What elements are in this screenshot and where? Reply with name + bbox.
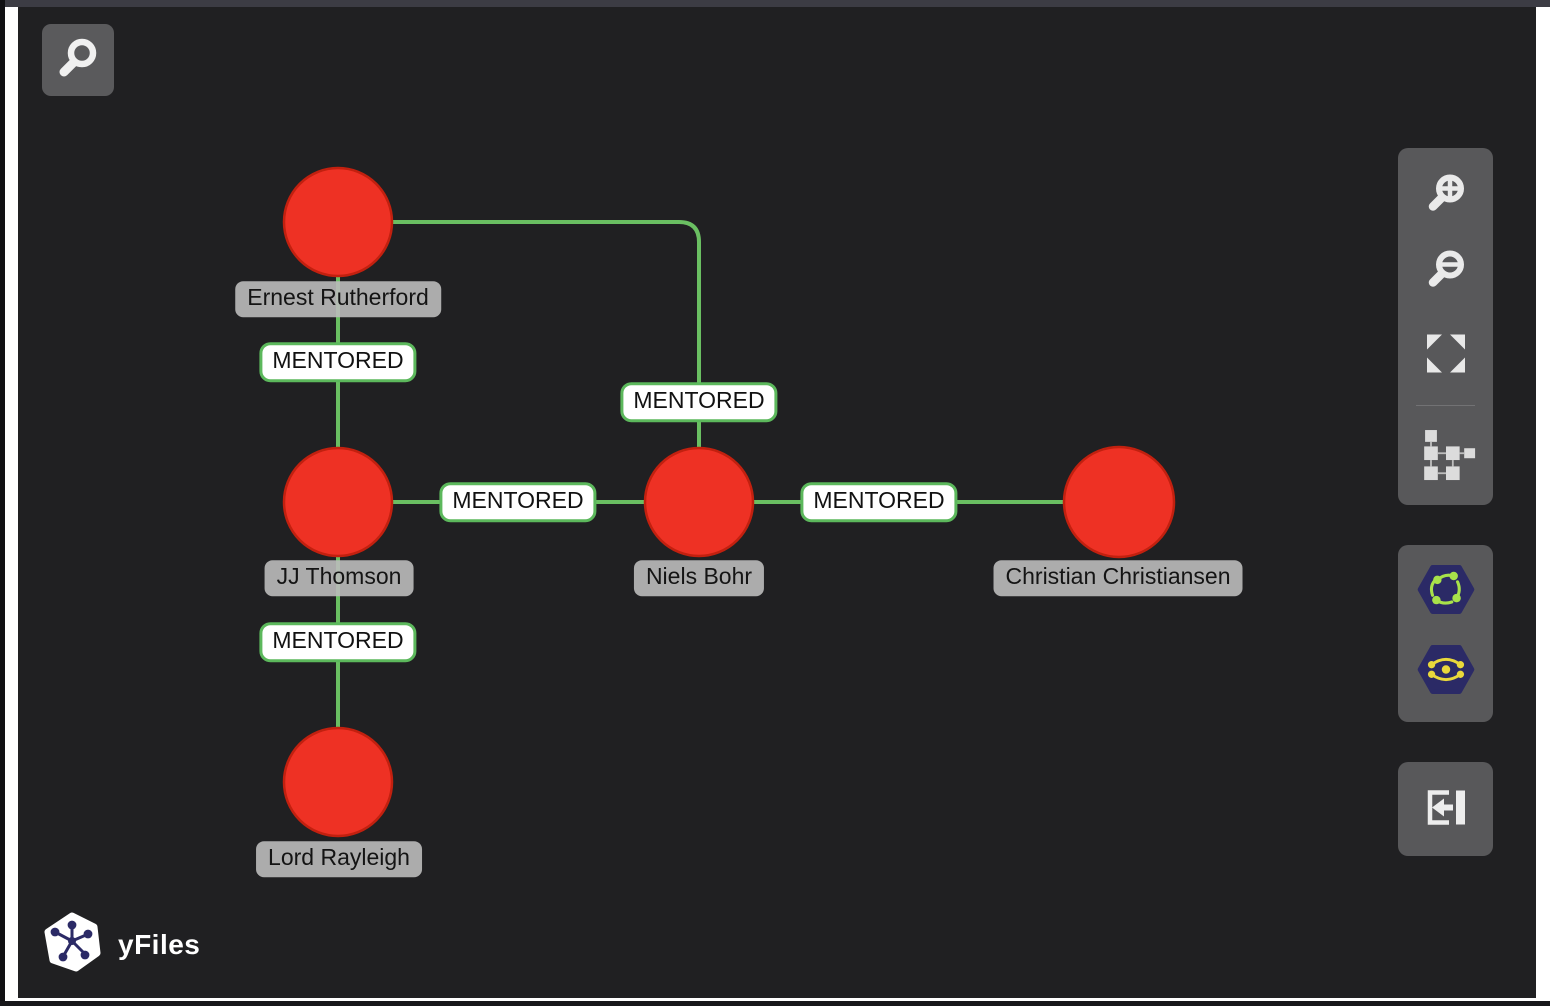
fit-content-icon	[1425, 333, 1467, 378]
edge-label-mentored-2: MENTORED	[620, 382, 778, 422]
zoom-out-icon	[1423, 248, 1469, 297]
zoom-in-button[interactable]	[1423, 172, 1469, 221]
hierarchic-layout-icon	[1416, 430, 1476, 485]
node-niels-bohr[interactable]	[643, 446, 755, 558]
exit-sidebar-icon	[1422, 786, 1470, 833]
exit-sidebar-button[interactable]	[1422, 786, 1470, 833]
window-left-edge	[0, 0, 5, 1006]
edge-label-mentored-4: MENTORED	[800, 482, 958, 522]
organic-layout-button[interactable]	[1417, 564, 1475, 618]
node-jj-thomson[interactable]	[282, 446, 394, 558]
node-lord-rayleigh[interactable]	[282, 726, 394, 838]
view-toolbar	[1398, 148, 1493, 505]
node-christian-christiansen[interactable]	[1062, 445, 1176, 559]
window-bottom-edge	[0, 1001, 1550, 1006]
hierarchic-layout-button[interactable]	[1416, 430, 1476, 485]
zoom-in-icon	[1423, 172, 1469, 221]
edge-label-mentored-5: MENTORED	[259, 622, 417, 662]
toolbar-divider	[1416, 405, 1475, 406]
organic-layout-icon	[1417, 564, 1475, 618]
node-label-christian-christiansen: Christian Christiansen	[993, 560, 1243, 596]
node-label-niels-bohr: Niels Bohr	[633, 560, 765, 596]
brand-logo[interactable]: yFiles	[42, 912, 200, 977]
zoom-out-button[interactable]	[1423, 248, 1469, 297]
window-top-bar	[0, 0, 1550, 7]
yfiles-logo-icon	[42, 912, 102, 977]
edge-label-mentored-3: MENTORED	[439, 482, 597, 522]
fit-content-button[interactable]	[1425, 333, 1467, 378]
graph-diagram	[282, 166, 1176, 838]
radial-layout-icon	[1417, 644, 1475, 698]
search-icon	[55, 36, 101, 85]
node-label-jj-thomson: JJ Thomson	[264, 560, 414, 596]
layout-style-toolbar	[1398, 545, 1493, 722]
graph-canvas[interactable]: Ernest Rutherford JJ Thomson Niels Bohr …	[18, 7, 1536, 998]
edge-label-mentored-1: MENTORED	[259, 342, 417, 382]
search-button[interactable]	[42, 24, 114, 96]
node-label-ernest-rutherford: Ernest Rutherford	[235, 281, 441, 317]
node-ernest-rutherford[interactable]	[282, 166, 394, 278]
radial-layout-button[interactable]	[1417, 644, 1475, 698]
node-label-lord-rayleigh: Lord Rayleigh	[256, 841, 422, 877]
brand-name: yFiles	[118, 928, 201, 960]
exit-toolbar	[1398, 762, 1493, 856]
edge-rutherford-bohr[interactable]	[338, 220, 701, 502]
